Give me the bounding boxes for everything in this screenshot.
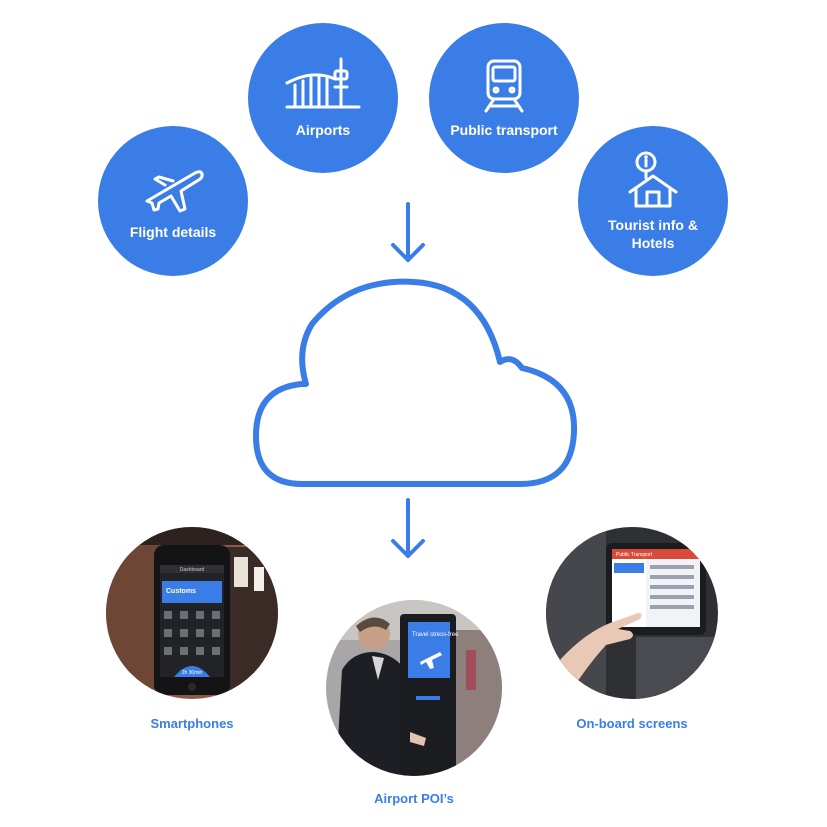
arrow-down-icon <box>391 498 425 558</box>
flight-details-label: Flight details <box>129 224 217 240</box>
train-icon <box>484 59 524 113</box>
tourist-info-bubble: Tourist info & Hotels <box>578 126 728 276</box>
tourist-info-label: Tourist info & Hotels <box>608 217 698 251</box>
airports-label: Airports <box>295 122 351 138</box>
airports-bubble: Airports <box>248 23 398 173</box>
smartphone-photo: Dashboard Customs 2h 30min <box>106 527 278 699</box>
phone-card-title: Customs <box>166 588 196 595</box>
arrow-down-icon <box>391 202 425 262</box>
public-transport-bubble: Public transport <box>429 23 579 173</box>
phone-header-text: Dashboard <box>180 567 205 573</box>
info-house-icon <box>628 151 678 208</box>
cloud-icon <box>253 278 578 487</box>
airport-terminal-icon <box>285 57 361 109</box>
airport-poi-caption: Airport POI’s <box>374 791 454 806</box>
flight-details-bubble: Flight details <box>98 126 248 276</box>
phone-timer: 2h 30min <box>182 670 203 676</box>
public-transport-label: Public transport <box>450 122 558 138</box>
onboard-screens-caption: On-board screens <box>576 716 688 731</box>
kiosk-photo: Travel stress-free <box>326 600 502 776</box>
onboard-screen-photo: Public Transport <box>546 527 718 699</box>
airplane-icon <box>145 170 204 213</box>
kiosk-screen-text: Travel stress-free <box>412 632 459 638</box>
onboard-header-text: Public Transport <box>616 552 653 558</box>
smartphones-caption: Smartphones <box>150 716 234 731</box>
